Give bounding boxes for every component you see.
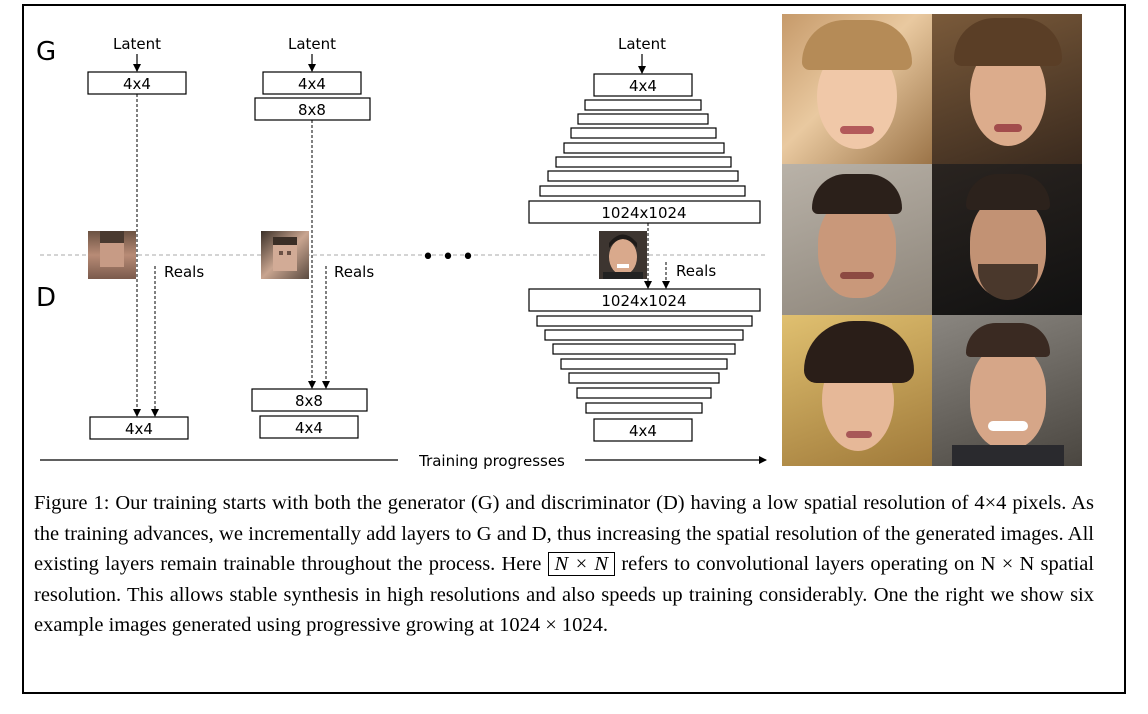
latent-label-3: Latent [618,35,666,53]
discriminator-label: D [36,283,56,313]
d-4x4-label-1: 4x4 [125,420,153,438]
generated-face-3 [782,164,932,315]
generated-face-5 [782,315,932,466]
caption-part-2: refers to convolutional layers operating… [34,553,1094,636]
latent-label-1: Latent [113,35,161,53]
g-4x4-label-3: 4x4 [629,77,657,95]
g-intermediate-layers [539,99,746,197]
d-4x4-label-3: 4x4 [629,422,657,440]
d-4x4-box-2 [259,415,359,439]
g-1024-label-3: 1024x1024 [601,204,686,222]
pixelated-face-4x4 [88,231,136,279]
d-4x4-box-3 [593,418,693,442]
reals-label-3: Reals [676,262,716,280]
d-1024-box-3 [528,288,761,312]
g-4x4-label-2: 4x4 [298,75,326,93]
d-4x4-label-2: 4x4 [295,419,323,437]
pixelated-face-8x8 [261,231,309,279]
progressive-growing-diagram: G D Latent 4x4 Reals 4x4 Latent 4x4 8x8 … [36,35,768,470]
d-8x8-box-2 [251,388,368,412]
latent-label-2: Latent [288,35,336,53]
generated-face-2 [932,14,1082,164]
ellipsis-dots: • • • [422,245,475,270]
caption-boxed-nxn: N × N [547,552,616,576]
g-4x4-label-1: 4x4 [123,75,151,93]
figure-caption: Figure 1: Our training starts with both … [34,488,1094,641]
d-1024-label-3: 1024x1024 [601,292,686,310]
caption-part-1: Figure 1: Our training starts with both … [34,492,1094,575]
generated-face-1 [782,14,932,164]
real-face-1024 [599,231,647,279]
reals-label-1: Reals [164,263,204,281]
d-8x8-label-2: 8x8 [295,392,323,410]
g-4x4-box-3 [593,73,693,97]
generated-face-6 [932,315,1082,466]
d-intermediate-layers [536,315,753,414]
generator-label: G [36,37,56,67]
g-4x4-box-2 [262,71,362,95]
reals-label-2: Reals [334,263,374,281]
g-1024-box-3 [528,200,761,224]
training-progresses-label: Training progresses [418,452,565,470]
g-8x8-label-2: 8x8 [298,101,326,119]
generated-faces-grid [782,14,1082,466]
generated-face-4 [932,164,1082,315]
d-4x4-box-1 [89,416,189,440]
figure-frame [22,4,1126,694]
